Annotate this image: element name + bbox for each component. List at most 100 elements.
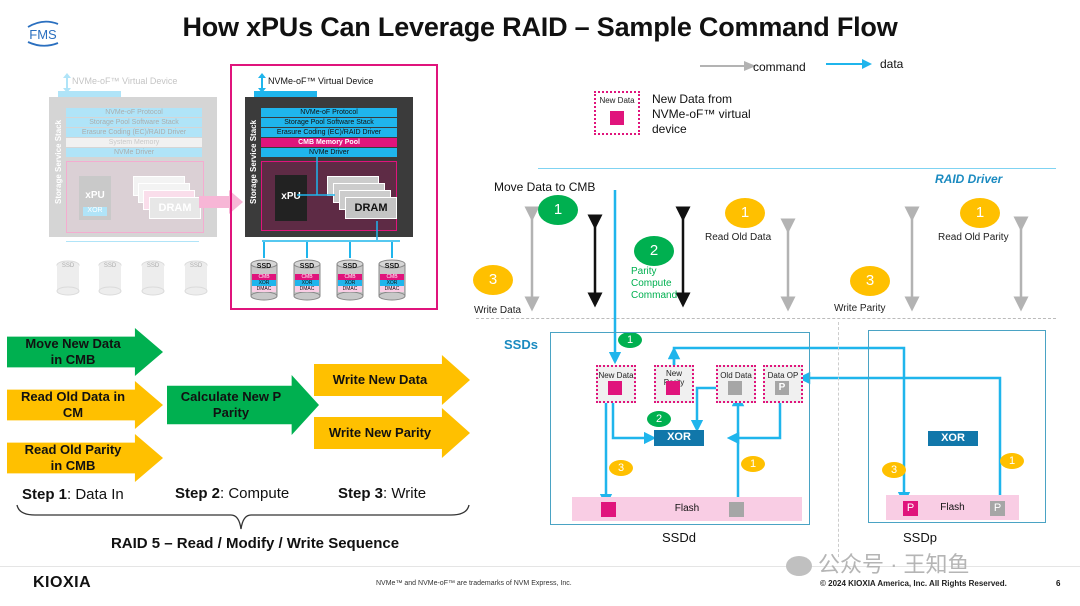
layer-1: Storage Pool Software Stack	[66, 118, 202, 127]
bubble-small-3: 3	[609, 460, 633, 476]
stack-box	[49, 97, 217, 237]
old-data-box-label: Old Data	[720, 371, 752, 380]
dram-card	[143, 190, 195, 210]
arrow-read-old-parity: Read Old Parity in CMB	[7, 434, 163, 482]
layer-1: Storage Pool Software Stack	[261, 118, 397, 127]
arrow-write-new-data: Write New Data	[314, 355, 470, 405]
legend-data: data	[880, 57, 904, 71]
dram-label: DRAM	[345, 197, 397, 219]
flash-new-data-block	[601, 502, 616, 517]
arrow-label: Move New Data in CMB	[25, 336, 121, 367]
ssd-label: SSD	[384, 263, 400, 270]
ssd-link	[263, 242, 265, 258]
arrow-write-new-parity: Write New Parity	[314, 408, 470, 458]
dram-card	[138, 183, 190, 203]
new-data-box-label: New Data	[598, 371, 634, 380]
bubble-small-1c: 1	[1000, 453, 1024, 469]
ssd-bus	[66, 241, 199, 242]
brace-icon	[16, 504, 470, 530]
step1-label: Step 1: Data In	[22, 486, 124, 503]
arrow-label: Write New Data	[332, 372, 428, 387]
layer-2: Erasure Coding (EC)/RAID Driver	[66, 128, 202, 137]
legend-command: command	[753, 60, 806, 74]
virtual-device-label: NVMe-oF™ Virtual Device	[268, 76, 374, 86]
parity-compute-label: Parity Compute Command	[631, 266, 678, 301]
step3-rest: : Write	[383, 485, 427, 502]
flash-new-parity-block: P	[903, 501, 918, 516]
write-parity-label: Write Parity	[834, 303, 886, 314]
new-data-box: New Data	[596, 365, 636, 403]
step2-label: Step 2: Compute	[175, 485, 289, 502]
write-data-label: Write Data	[474, 305, 522, 316]
updown-arrow-icon	[63, 73, 71, 93]
step3-bold: Step 3	[338, 485, 384, 502]
layer-0: NVMe-oF Protocol	[261, 108, 397, 117]
parity-block	[666, 381, 680, 395]
compute-area	[66, 161, 204, 233]
ssd-label: SSD	[61, 263, 75, 269]
step1-rest: : Data In	[67, 486, 124, 503]
dram-label: DRAM	[149, 197, 201, 219]
watermark: 公众号 · 王知鱼	[786, 547, 970, 579]
ssd-link	[349, 242, 351, 258]
data-legend-arrow-icon	[826, 59, 872, 69]
arrow-label: Write New Parity	[328, 425, 432, 440]
xor-engine-ssdp: XOR	[928, 431, 978, 446]
new-data-source-box: New Data	[594, 91, 640, 135]
layer-3: System Memory	[66, 138, 202, 147]
watermark-text: 公众号 · 王知鱼	[818, 552, 970, 577]
old-data-box: Old Data	[716, 365, 756, 403]
layer-4: NVMe Driver	[261, 148, 397, 157]
flow-arrows	[524, 190, 1029, 508]
new-parity-box: New Parity	[654, 365, 694, 403]
bubble-small-1: 1	[618, 332, 642, 348]
xpu-chip: xPU	[79, 176, 111, 220]
arrow-calc-parity: Calculate New P Parity	[167, 375, 319, 435]
arrow-label: Read Old Data in CM	[20, 389, 126, 420]
arrow-label: Read Old Parity in CMB	[24, 442, 122, 473]
raid-driver-line	[538, 168, 1056, 169]
ssd-cmb: CMB	[295, 274, 319, 280]
new-data-source-label: New Data	[599, 96, 635, 105]
new-data-desc: New Data from NVMe-oF™ virtual device	[652, 92, 751, 136]
move-data-label: Move Data to CMB	[494, 180, 596, 194]
layer-0: NVMe-oF Protocol	[66, 108, 202, 117]
xor-engine: XOR	[654, 430, 704, 446]
ssd-cylinder: SSD	[141, 260, 165, 296]
ssd-dmac: DMAC	[295, 286, 319, 292]
bubble-move-data: 1	[538, 195, 578, 225]
layer-4: NVMe Driver	[66, 148, 202, 157]
flash-old-data-block	[729, 502, 744, 517]
bubble-parity-compute: 2	[634, 236, 674, 266]
kioxia-logo: KIOXIA	[33, 574, 92, 591]
trademark-note: NVMe™ and NVMe-oF™ are trademarks of NVM…	[376, 580, 572, 587]
virtual-device-bar	[254, 91, 317, 97]
sequence-caption: RAID 5 – Read / Modify / Write Sequence	[110, 535, 400, 552]
ssd-link	[391, 242, 393, 258]
ssd-label: SSD	[189, 263, 203, 269]
ssd-cmb: CMB	[252, 274, 276, 280]
xpu-chip: xPU	[275, 175, 307, 221]
arrow-read-old-data: Read Old Data in CM	[7, 381, 163, 429]
ssd-cylinder: SSD	[98, 260, 122, 296]
boundary-line	[476, 318, 1056, 319]
ssd-dmac: DMAC	[252, 286, 276, 292]
internal-links	[262, 155, 400, 242]
ssd-cylinder: SSD	[56, 260, 80, 296]
data-op-box-label: Data OP	[767, 371, 799, 380]
ssd-label: SSD	[146, 263, 160, 269]
ssd-label: SSD	[103, 263, 117, 269]
ssd-label: SSD	[342, 263, 358, 270]
bubble-write-data: 3	[473, 265, 513, 295]
read-old-data-label: Read Old Data	[705, 232, 772, 243]
copyright: © 2024 KIOXIA America, Inc. All Rights R…	[820, 579, 1007, 588]
bubble-read-old-parity: 1	[960, 198, 1000, 228]
read-old-parity-label: Read Old Parity	[938, 232, 1009, 243]
highlight-frame	[230, 64, 438, 310]
page-number: 6	[1056, 579, 1061, 588]
ssd-dmac: DMAC	[338, 286, 362, 292]
parity-block: P	[775, 381, 789, 395]
ssd-cmb: CMB	[338, 274, 362, 280]
